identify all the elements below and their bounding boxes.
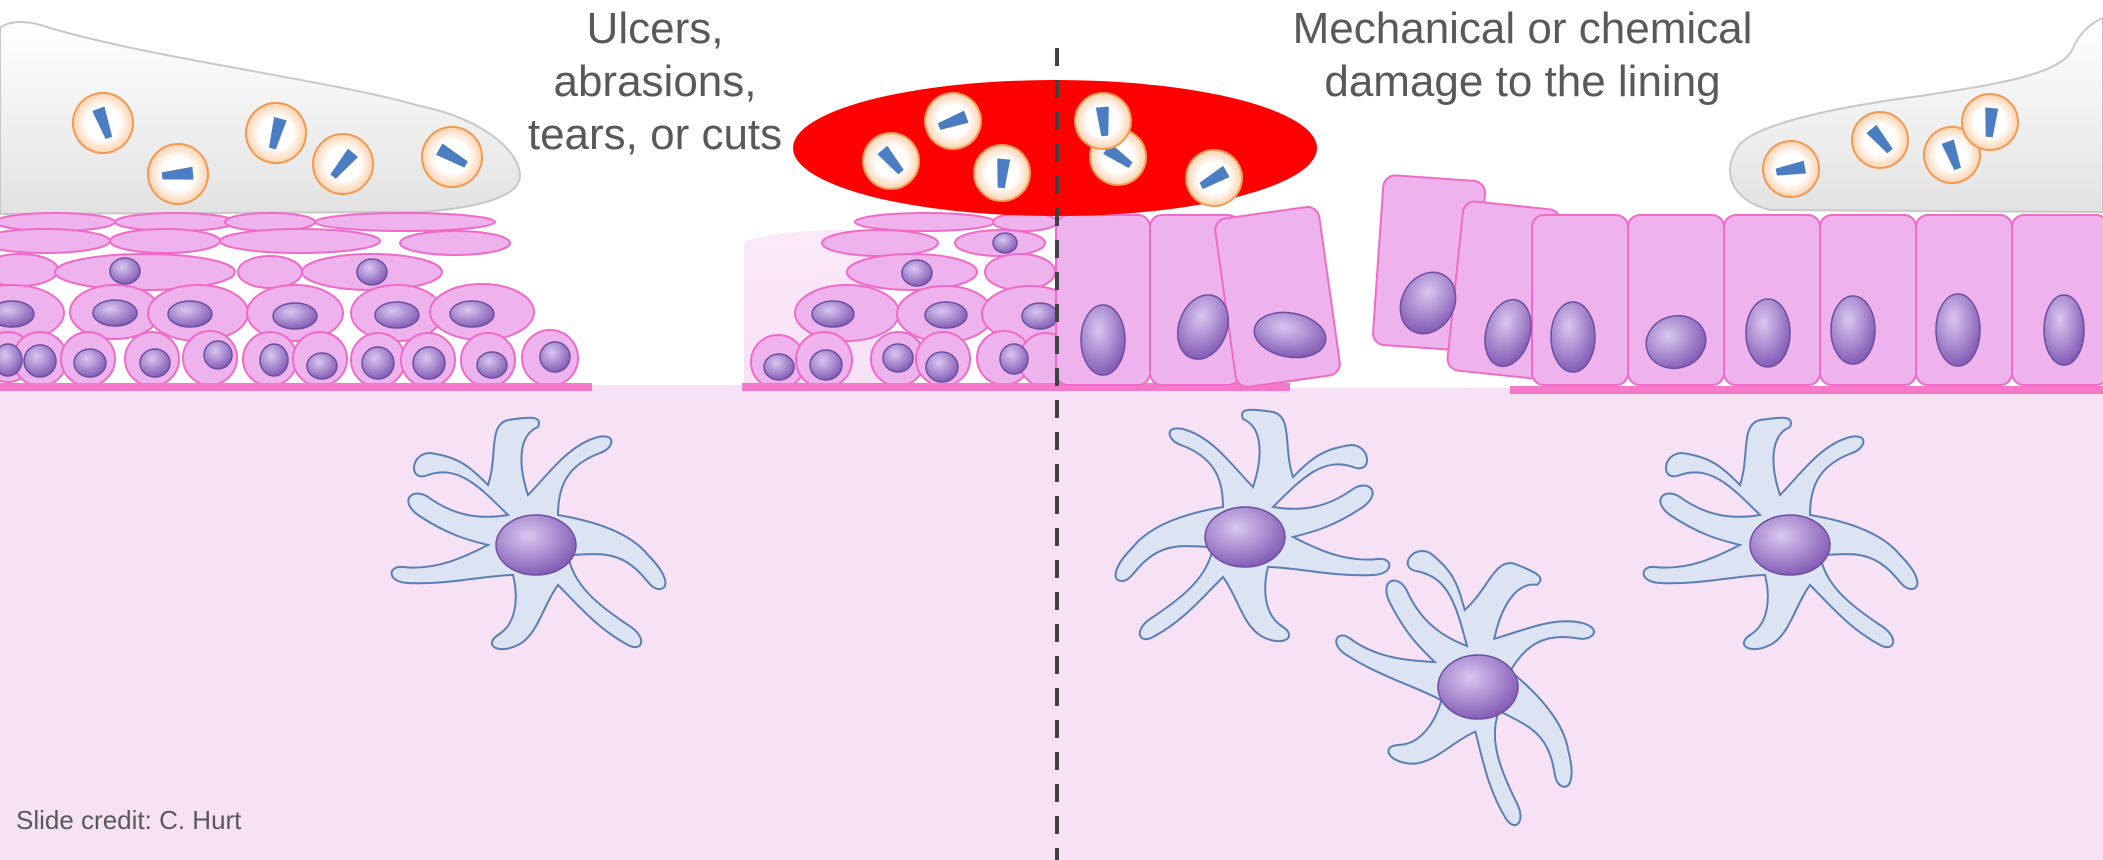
wound-bed	[592, 385, 744, 393]
caption-left-line-1: Ulcers,	[500, 2, 810, 55]
caption-left-line-3: tears, or cuts	[500, 108, 810, 161]
caption-right-line-1: Mechanical or chemical	[1250, 2, 1795, 55]
slide-credit: Slide credit: C. Hurt	[16, 805, 241, 836]
caption-right: Mechanical or chemical damage to the lin…	[1250, 2, 1795, 108]
caption-left-line-2: abrasions,	[500, 55, 810, 108]
caption-left: Ulcers, abrasions, tears, or cuts	[500, 2, 810, 161]
basement-membrane-left	[0, 383, 592, 391]
basement-membrane-right	[1510, 386, 2103, 394]
caption-right-line-2: damage to the lining	[1250, 55, 1795, 108]
